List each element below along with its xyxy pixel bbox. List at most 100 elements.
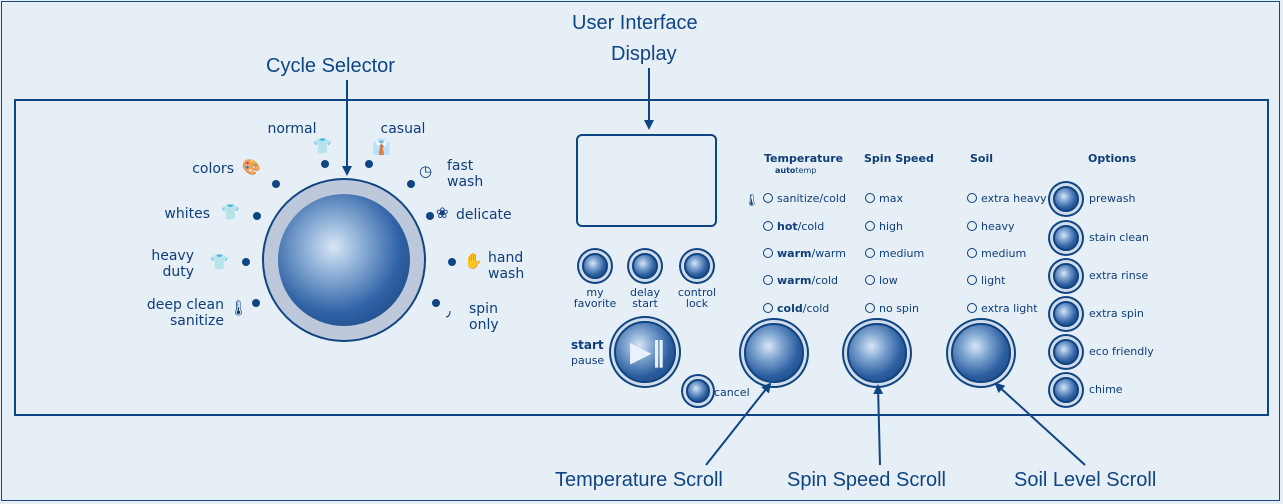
chime-button[interactable] [1053,377,1079,403]
shirt-icon: 👔 [372,138,391,156]
cycle-label-heavy-duty-line2: duty [162,264,194,280]
temperature-option-bold: warm [777,274,812,287]
palette-icon: 🎨 [242,158,261,176]
tshirt-icon: 👕 [313,137,332,155]
control-lock-button[interactable] [684,253,710,279]
cycle-dot-whites [253,212,261,220]
fast-clock-icon: ◷ [419,162,433,180]
option-label-extra-spin: extra spin [1089,307,1144,320]
control-lock-label-line1: control [677,286,717,299]
stain-clean-button[interactable] [1053,225,1079,251]
cycle-label-whites: whites [164,206,210,222]
spin-speed-option[interactable]: max [865,193,903,205]
soil-option[interactable]: light [967,275,1005,287]
spin-speed-option-text: high [879,220,903,233]
autotemp-label: autotemp [775,166,816,175]
play-pause-icon: ▶‖ [630,335,666,368]
hand-wash-icon: ✋ [464,252,483,270]
cycle-label-colors: colors [192,161,234,177]
option-label-eco-friendly: eco friendly [1089,345,1154,358]
option-label-chime: chime [1089,383,1123,396]
control-panel [14,99,1269,416]
cycle-dot-hand-wash [448,258,456,266]
soil-option-text: extra light [981,302,1038,315]
arrow-soil-level-scroll [994,382,1086,466]
cancel-button[interactable] [686,379,710,403]
cycle-dot-colors [272,180,280,188]
temperature-scroll-button[interactable] [744,323,804,383]
callout-ui-display-line2: Display [611,43,677,65]
prewash-button[interactable] [1053,186,1079,212]
cancel-label: cancel [714,386,750,399]
my-favorite-label-line2: favorite [573,297,617,310]
temperature-option-text: /cold [797,220,825,233]
cycle-dot-casual [365,160,373,168]
cycle-label-fast-line2: wash [447,174,484,190]
cycle-label-heavy-duty-line1: heavy [151,248,194,264]
spin-speed-option-text: low [879,274,898,287]
spin-speed-header: Spin Speed [864,152,934,165]
start-label: start [571,338,604,352]
temperature-option-text: sanitize/cold [777,192,846,205]
extra-spin-button[interactable] [1053,301,1079,327]
sanitize-thermometer-icon: 🌡 [744,193,760,207]
soil-option[interactable]: extra heavy [967,193,1047,205]
cycle-dot-delicate [426,212,434,220]
callout-soil-level-scroll: Soil Level Scroll [1014,469,1157,491]
temperature-option[interactable]: cold/cold [763,303,829,315]
cycle-dot-normal [321,160,329,168]
start-pause-button[interactable] [614,321,676,383]
my-favorite-button[interactable] [582,253,608,279]
soil-option-text: medium [981,247,1027,260]
delay-start-label-line1: delay [629,286,661,299]
temperature-option-text: /cold [802,302,830,315]
temperature-option-text: /cold [811,274,839,287]
temperature-option[interactable]: hot/cold [763,221,824,233]
control-lock-label-line2: lock [685,297,709,310]
cycle-label-hand-wash-line2: wash [488,266,525,282]
callout-temperature-scroll: Temperature Scroll [555,469,723,491]
temperature-option[interactable]: warm/cold [763,275,838,287]
spin-speed-option[interactable]: high [865,221,903,233]
spin-icon: ٫ [446,302,451,320]
spin-speed-option[interactable]: no spin [865,303,919,315]
cycle-dot-heavy-duty [242,258,250,266]
soil-option-text: light [981,274,1006,287]
my-favorite-label-line1: my [586,286,604,299]
spin-speed-option-text: max [879,192,903,205]
cycle-label-casual: casual [380,121,426,137]
temperature-option-bold: hot [777,220,798,233]
pause-label: pause [571,354,605,367]
soil-option[interactable]: medium [967,248,1026,260]
extra-rinse-button[interactable] [1053,263,1079,289]
thermometer-icon: 🌡 [229,299,249,317]
delay-start-button[interactable] [632,253,658,279]
spin-speed-option-text: medium [879,247,925,260]
temperature-option[interactable]: sanitize/cold [763,193,846,205]
cycle-label-delicate: delicate [456,207,512,223]
cycle-dot-fast-wash [407,180,415,188]
cycle-label-deep-clean-line2: sanitize [170,313,224,329]
cycle-label-spin-only-line2: only [469,317,499,333]
soil-option-text: extra heavy [981,192,1047,205]
cycle-label-fast-line1: fast [447,158,474,174]
soil-option[interactable]: heavy [967,221,1015,233]
soil-option-text: heavy [981,220,1015,233]
option-label-prewash: prewash [1089,192,1136,205]
sparkle-shirt-icon: 👕 [221,203,240,221]
temperature-option[interactable]: warm/warm [763,248,846,260]
eco-friendly-button[interactable] [1053,339,1079,365]
cycle-selector-knob-center[interactable] [278,194,410,326]
spin-speed-option[interactable]: medium [865,248,924,260]
spin-speed-option[interactable]: low [865,275,898,287]
flower-icon: ❀ [436,204,449,222]
delay-start-label-line2: start [632,297,658,310]
callout-ui-display-line1: User Interface [572,12,698,34]
option-label-stain-clean: stain clean [1089,231,1149,244]
soil-option[interactable]: extra light [967,303,1038,315]
temperature-option-bold: warm [777,247,812,260]
cycle-dot-deep-clean [252,299,260,307]
soil-level-scroll-button[interactable] [951,323,1011,383]
spin-speed-scroll-button[interactable] [847,323,907,383]
